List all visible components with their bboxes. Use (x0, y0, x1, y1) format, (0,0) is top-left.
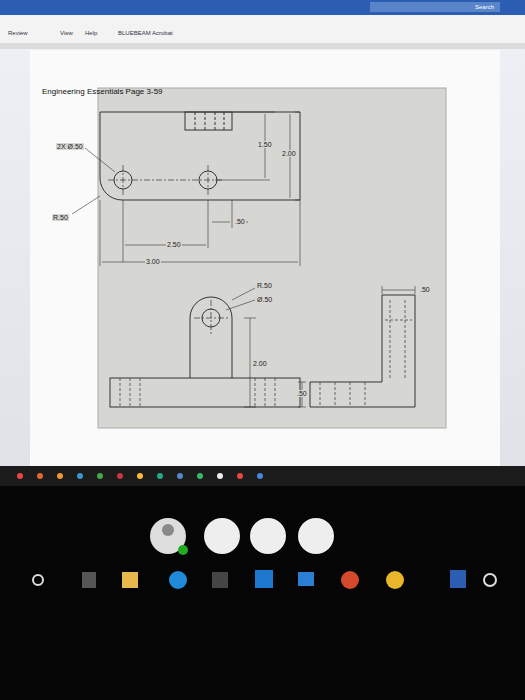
dimension: .50 (419, 286, 431, 293)
dimension: Ø.50 (256, 296, 273, 303)
dimension: R.50 (256, 282, 273, 289)
page-title: Engineering Essentials Page 3-59 (42, 88, 163, 96)
search-box: Search (475, 4, 494, 10)
menu-tab: Acrobat (152, 30, 173, 36)
dimension: 2.50 (166, 241, 182, 248)
menu-tab: Review (8, 30, 28, 36)
menu-tab: BLUEBEAM (118, 30, 151, 36)
dimension: 3.00 (145, 258, 161, 265)
menu-tab: Help (85, 30, 97, 36)
dimension: .50 (234, 218, 246, 225)
dimension: 2.00 (281, 150, 297, 157)
dimension: 1.50 (257, 141, 273, 148)
menu-tab: View (60, 30, 73, 36)
dimension: 2X Ø.50 (56, 143, 84, 150)
dimension: R.50 (52, 214, 69, 221)
dimension: 2.00 (252, 360, 268, 367)
dimension: .50 (296, 390, 308, 397)
